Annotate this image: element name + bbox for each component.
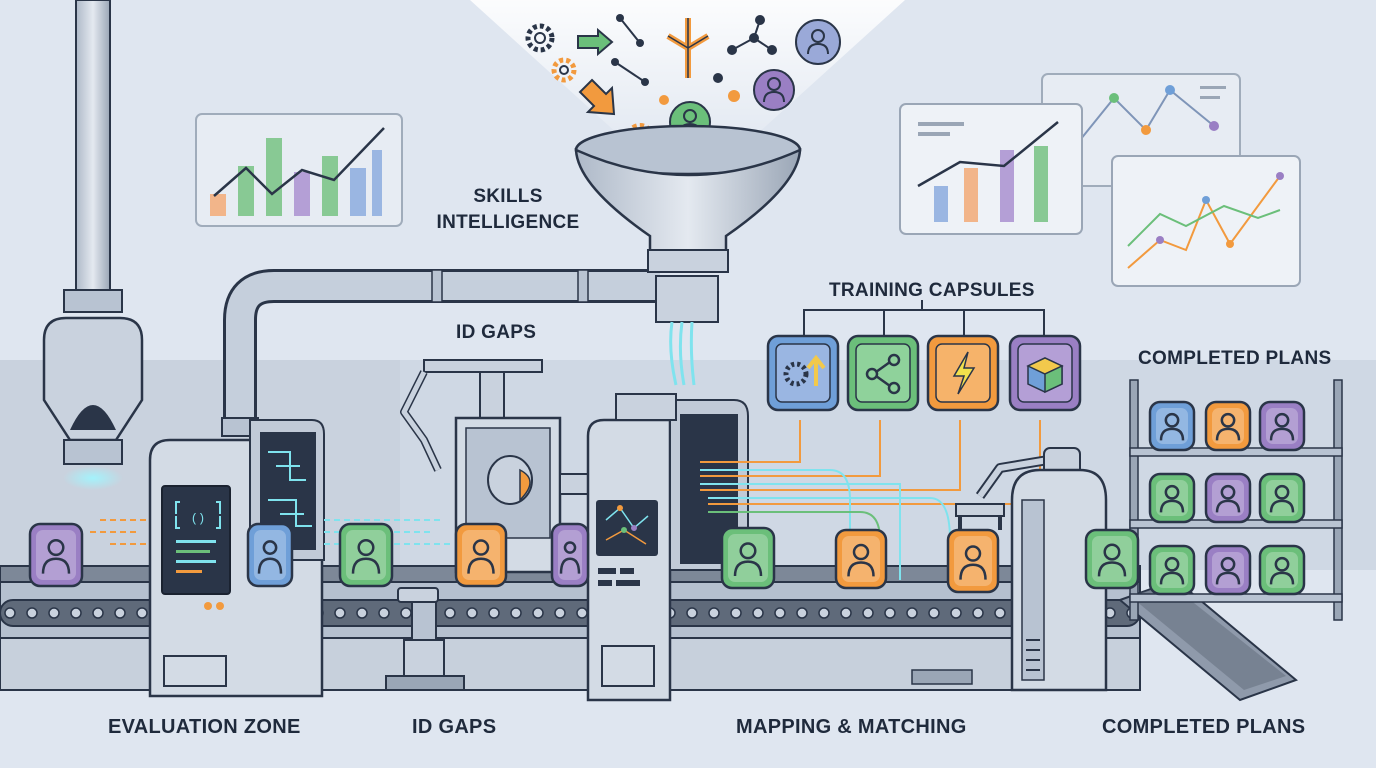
conveyor-roller: [488, 607, 500, 619]
network-icon: [727, 15, 777, 55]
completed-plan-card: [1258, 400, 1306, 452]
dot: [659, 95, 669, 105]
conveyor-roller: [26, 607, 38, 619]
completed-plan-card: [1258, 472, 1306, 524]
conveyor-roller: [70, 607, 82, 619]
wall-charts-right: [899, 73, 1301, 287]
network-icon: [616, 14, 644, 47]
conveyor-roller: [818, 607, 830, 619]
completed-plan-card: [1148, 472, 1196, 524]
skills-funnel: [574, 124, 802, 386]
person-icon: [795, 19, 841, 65]
person-card: [246, 522, 294, 588]
conveyor-roller: [334, 607, 346, 619]
conveyor-roller: [708, 607, 720, 619]
id-gaps-label-top: ID GAPS: [456, 322, 537, 343]
conveyor-roller: [510, 607, 522, 619]
capsule-gear-arrow: [766, 334, 840, 412]
evaluation-zone-label: EVALUATION ZONE: [108, 716, 301, 738]
conveyor-roller: [400, 607, 412, 619]
svg-text:(): (): [191, 512, 205, 526]
person-card: [1084, 528, 1140, 590]
funnel-input-icons: [525, 14, 841, 153]
conveyor-roller: [466, 607, 478, 619]
completed-plans-label-bottom: COMPLETED PLANS: [1102, 716, 1306, 738]
conveyor-roller: [906, 607, 918, 619]
conveyor-roller: [928, 607, 940, 619]
conveyor-roller: [972, 607, 984, 619]
conveyor-roller: [92, 607, 104, 619]
conveyor-roller: [378, 607, 390, 619]
skills-intelligence-line2: INTELLIGENCE: [436, 212, 580, 233]
scanner-arm: [42, 0, 144, 490]
person-card: [550, 522, 590, 588]
completed-plan-card: [1148, 400, 1196, 452]
conveyor-roller: [576, 607, 588, 619]
completed-plan-card: [1204, 544, 1252, 596]
person-icon: [753, 69, 795, 111]
conveyor-roller: [4, 607, 16, 619]
conveyor-roller: [950, 607, 962, 619]
capsule-cube: [1008, 334, 1082, 412]
exit-machine: [955, 447, 1108, 692]
skills-intelligence-label: SKILLS INTELLIGENCE: [418, 184, 598, 236]
conveyor-roller: [730, 607, 742, 619]
conveyor-roller: [752, 607, 764, 619]
person-card: [946, 528, 1000, 594]
training-capsules: [766, 300, 1082, 412]
capsule-share: [846, 334, 920, 412]
completed-plan-card: [1258, 544, 1306, 596]
conveyor-roller: [994, 607, 1006, 619]
conveyor-roller: [48, 607, 60, 619]
person-card: [28, 522, 84, 588]
capsule-lightning: [926, 334, 1000, 412]
conveyor-roller: [554, 607, 566, 619]
arrow-down-icon: [578, 78, 616, 116]
training-capsules-label: TRAINING CAPSULES: [829, 280, 1035, 301]
completed-plan-card: [1204, 400, 1252, 452]
completed-plans-shelf: [1129, 379, 1343, 621]
conveyor-roller: [840, 607, 852, 619]
arrow-right-icon: [577, 27, 614, 57]
conveyor-roller: [686, 607, 698, 619]
completed-plan-card: [1204, 472, 1252, 524]
person-card: [834, 528, 888, 590]
gear-icon: [525, 23, 555, 53]
split-arrow-icon: [666, 18, 710, 78]
completed-plan-card: [1148, 544, 1196, 596]
person-card: [454, 522, 508, 588]
network-icon: [611, 58, 649, 86]
conveyor-roller: [136, 607, 148, 619]
conveyor-roller: [884, 607, 896, 619]
conveyor-roller: [774, 607, 786, 619]
conveyor-roller: [862, 607, 874, 619]
dot: [713, 73, 723, 83]
conveyor-roller: [444, 607, 456, 619]
completed-plans-label-top: COMPLETED PLANS: [1138, 348, 1332, 369]
conveyor-roller: [114, 607, 126, 619]
gear-icon: [551, 57, 577, 83]
conveyor-items: [28, 522, 1140, 594]
conveyor-roller: [532, 607, 544, 619]
mapping-matching-label: MAPPING & MATCHING: [736, 716, 967, 738]
mapping-machine: [586, 393, 1041, 702]
conveyor-roller: [796, 607, 808, 619]
skills-intelligence-line1: SKILLS: [473, 186, 543, 207]
id-gaps-label-bottom: ID GAPS: [412, 716, 497, 738]
dot: [728, 90, 740, 102]
wall-bar-chart-left: [195, 113, 403, 227]
person-card: [720, 526, 776, 590]
person-card: [338, 522, 394, 588]
conveyor-roller: [356, 607, 368, 619]
